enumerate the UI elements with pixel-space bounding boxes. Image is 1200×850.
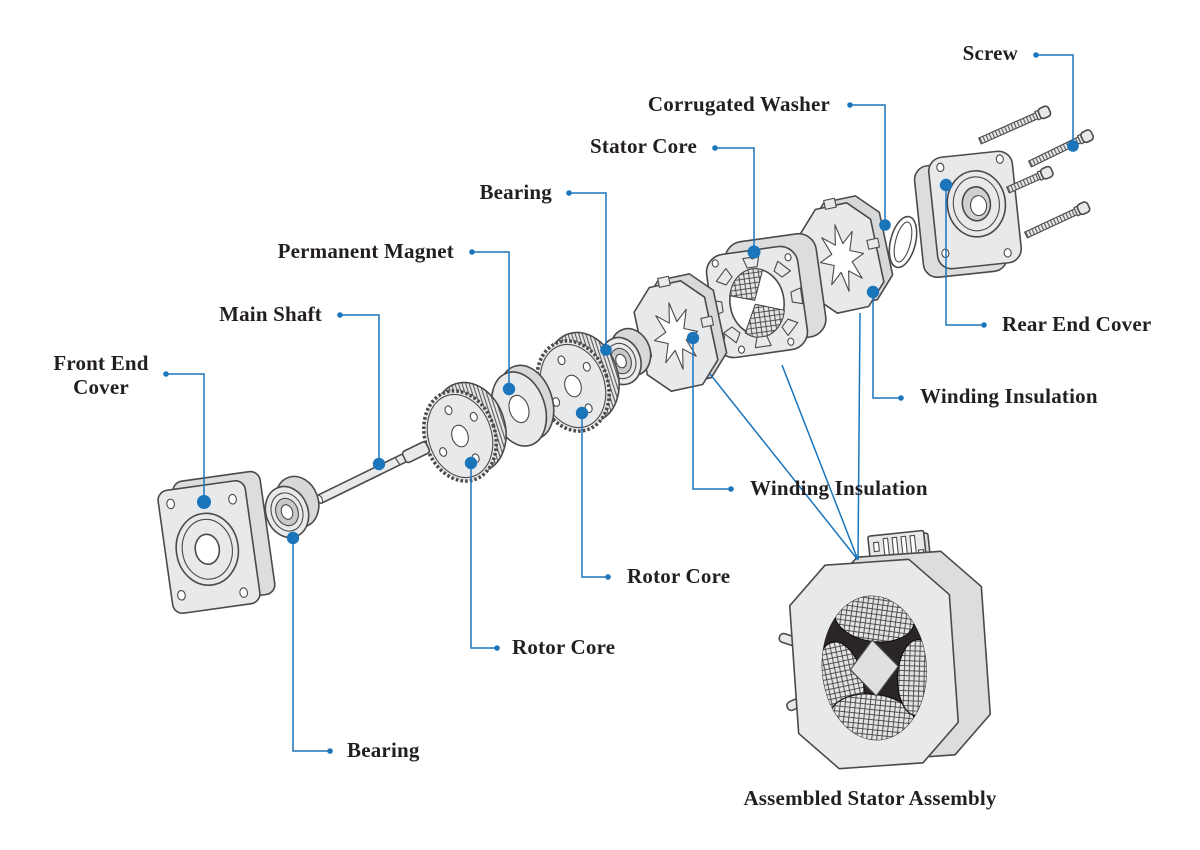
label-front-end-cover: Front End Cover — [53, 351, 149, 399]
winding-insulation-left — [633, 273, 728, 392]
bearing-lower — [264, 475, 320, 539]
corrugated-washer — [888, 215, 918, 269]
diagram-caption: Assembled Stator Assembly — [743, 786, 997, 810]
rear-end-cover — [913, 150, 1023, 279]
screw-3 — [1006, 165, 1054, 194]
label-bearing-bottom: Bearing — [347, 738, 420, 762]
label-screw: Screw — [962, 41, 1018, 65]
label-rotor-core-upper: Rotor Core — [627, 564, 731, 588]
label-corrugated-washer: Corrugated Washer — [647, 92, 830, 116]
screw-2 — [1028, 129, 1095, 168]
leader-lines — [166, 54, 1074, 752]
stator-core — [705, 232, 827, 359]
label-rear-end-cover: Rear End Cover — [1002, 312, 1152, 336]
leader-dots — [163, 52, 1079, 754]
label-stator-core: Stator Core — [590, 134, 697, 158]
label-main-shaft: Main Shaft — [219, 302, 322, 326]
rotor-core-right — [535, 331, 620, 433]
screw-1 — [978, 105, 1052, 145]
label-rotor-core-lower: Rotor Core — [512, 635, 616, 659]
front-end-cover — [157, 470, 276, 615]
label-permanent-magnet: Permanent Magnet — [277, 239, 454, 263]
label-winding-insulation-center: Winding Insulation — [750, 476, 928, 500]
assembled-stator-body — [778, 550, 992, 770]
rotor-core-left — [422, 381, 507, 483]
label-winding-insulation-right: Winding Insulation — [920, 384, 1098, 408]
main-shaft — [316, 441, 431, 504]
screw-4 — [1024, 201, 1091, 239]
label-bearing-top: Bearing — [479, 180, 552, 204]
stator-pole-cutouts — [710, 255, 804, 349]
